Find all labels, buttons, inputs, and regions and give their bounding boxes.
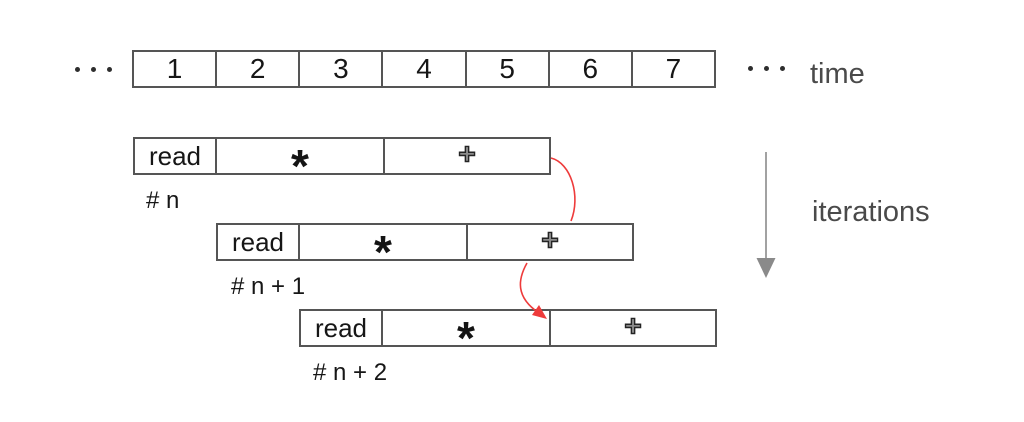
time-axis-label: time xyxy=(810,58,865,90)
timeline-cell-3: 3 xyxy=(300,52,384,86)
dependency-arc-1 xyxy=(550,157,576,222)
iterations-arrowhead-icon xyxy=(756,258,776,278)
iteration-label-n2: # n + 2 xyxy=(313,359,388,386)
timeline-cell-5: 5 xyxy=(467,52,550,86)
stage-add: + xyxy=(385,139,549,173)
iterations-axis-label: iterations xyxy=(812,196,930,228)
iteration-label-n1: # n + 1 xyxy=(231,273,306,300)
timeline: 1 2 3 4 5 6 7 xyxy=(132,50,716,88)
add-icon: + xyxy=(624,310,643,343)
iteration-label-n: # n xyxy=(146,187,180,214)
iteration-row-n1: read * + xyxy=(216,223,634,275)
stage-add: + xyxy=(551,311,715,345)
timeline-cell-1: 1 xyxy=(134,52,218,86)
stage-multiply: * xyxy=(383,311,551,361)
stage-read: read xyxy=(218,225,300,259)
timeline-cell-7: 7 xyxy=(665,53,682,84)
timeline-cell-6: 6 xyxy=(550,52,633,86)
add-icon: + xyxy=(541,224,560,257)
iteration-row-n2: read * + xyxy=(299,309,717,361)
stage-add: + xyxy=(468,225,632,259)
add-icon: + xyxy=(458,138,477,171)
timeline-cell-2: 2 xyxy=(217,52,301,86)
ellipsis-left-icon xyxy=(75,67,112,72)
multiply-icon: * xyxy=(374,226,392,278)
multiply-icon: * xyxy=(457,312,475,364)
stage-multiply: * xyxy=(300,225,468,275)
stage-read: read xyxy=(301,311,383,345)
timeline-cell-4: 4 xyxy=(383,52,467,86)
stage-multiply: * xyxy=(217,139,385,189)
multiply-icon: * xyxy=(291,140,309,192)
iteration-row-n: read * + xyxy=(133,137,551,189)
ellipsis-right-icon xyxy=(748,66,785,71)
stage-read: read xyxy=(135,139,217,173)
dependency-arc-2 xyxy=(519,262,540,314)
